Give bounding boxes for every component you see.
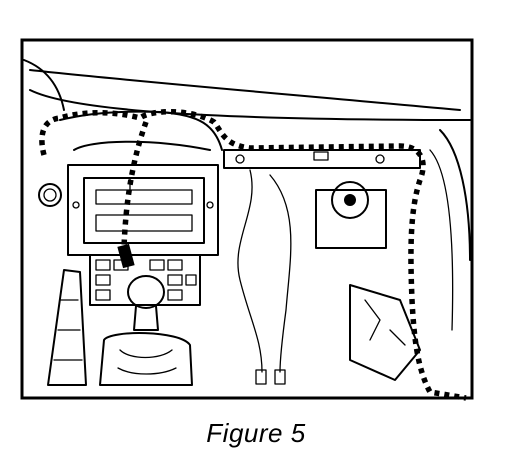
route-dotted-branch bbox=[121, 121, 149, 249]
dash-contour-lower bbox=[73, 140, 211, 151]
switch-panel bbox=[89, 254, 201, 306]
vent-knob bbox=[38, 183, 62, 207]
route-dotted-line bbox=[39, 109, 467, 401]
right-bracket-detail bbox=[364, 299, 406, 346]
door-edge-inner bbox=[429, 149, 454, 331]
radio-slot bbox=[95, 214, 193, 232]
bolt bbox=[375, 154, 385, 164]
left-trim bbox=[47, 269, 87, 386]
console-screw bbox=[72, 201, 80, 209]
right-bracket bbox=[349, 284, 421, 381]
dash-left-curve bbox=[23, 59, 65, 111]
radio-slot bbox=[95, 189, 193, 205]
windshield-line bbox=[29, 69, 461, 111]
vent-knob-inner bbox=[43, 188, 57, 202]
blower-motor bbox=[331, 181, 369, 219]
cross-bar bbox=[223, 149, 421, 169]
blower-motor-core bbox=[344, 194, 356, 206]
wire bbox=[269, 174, 292, 373]
console-screw bbox=[206, 201, 214, 209]
figure-frame bbox=[20, 38, 474, 400]
bolt bbox=[235, 154, 245, 164]
dash-contour bbox=[59, 110, 223, 151]
bar-clip bbox=[313, 151, 329, 161]
wire bbox=[237, 169, 263, 373]
radio-head bbox=[83, 177, 205, 244]
gear-shifter-icon bbox=[99, 275, 193, 386]
wire-plug bbox=[255, 369, 267, 385]
switch-buttons bbox=[95, 259, 197, 301]
door-edge bbox=[439, 129, 471, 261]
figure-caption: Figure 5 bbox=[206, 418, 306, 448]
blower-housing bbox=[315, 189, 387, 249]
wire-plug bbox=[274, 369, 286, 385]
connector-icon bbox=[117, 243, 135, 269]
left-trim-lines bbox=[53, 299, 83, 361]
